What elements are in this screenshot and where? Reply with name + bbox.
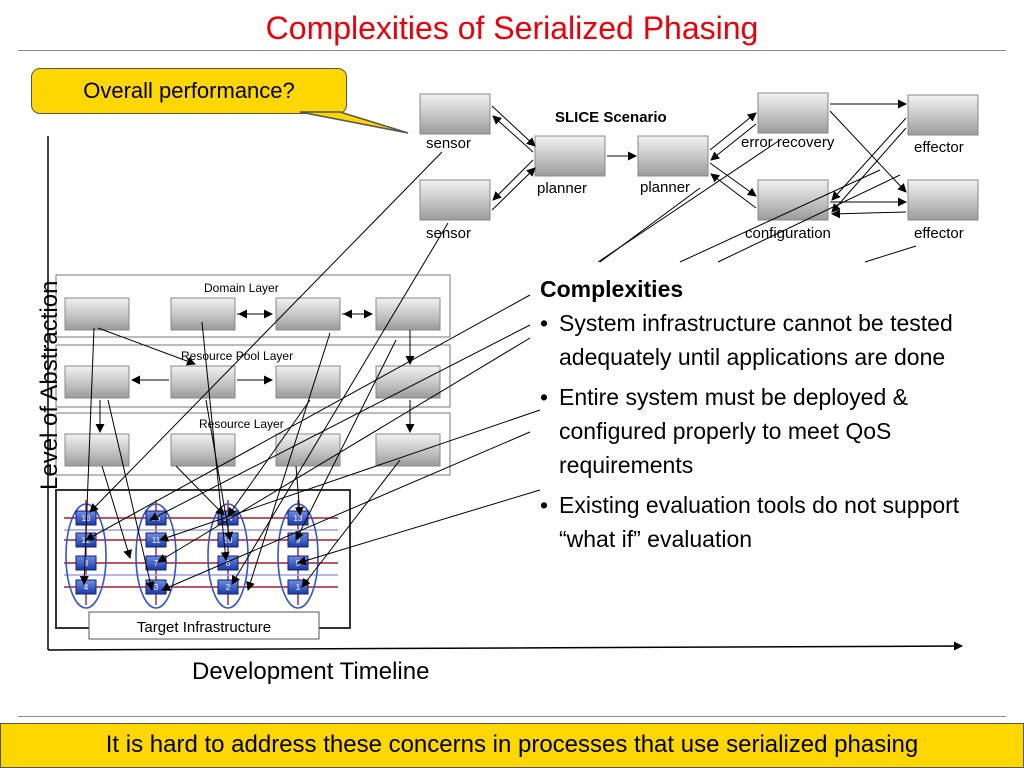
configuration-label: configuration [745, 225, 831, 242]
grid-node-label: 4 [84, 583, 89, 592]
effector-label-2: effector [914, 225, 964, 242]
effector-node-1 [907, 94, 979, 136]
complexities-heading: Complexities [540, 276, 684, 302]
bullet: • [540, 310, 549, 336]
target-infrastructure-label: Target Infrastructure [137, 619, 271, 636]
planner-label-2: planner [640, 179, 690, 196]
grid-node-label: 14 [224, 514, 233, 523]
x-axis-arrow [47, 641, 963, 651]
resource-layer-label: Resource Layer [199, 417, 284, 431]
title-divider [18, 50, 1006, 51]
error-recovery-node [757, 92, 829, 134]
grid-node-label: 9 [296, 536, 301, 545]
effector-node-2 [907, 179, 979, 221]
sensor-label-1: sensor [426, 135, 471, 152]
planner-node-1 [534, 135, 606, 177]
complexity-text: System infrastructure cannot be tested a… [559, 310, 953, 370]
mapping-arrows [79, 139, 917, 591]
planner-label-1: planner [537, 180, 587, 197]
grid-node-label: 12 [82, 536, 91, 545]
sensor-node-2 [419, 179, 491, 221]
grid-node-label: 1 [296, 583, 301, 592]
complexity-text: Existing evaluation tools do not support… [559, 492, 960, 552]
domain-layer-label: Domain Layer [204, 281, 279, 295]
grid-node-label: 6 [226, 559, 231, 568]
grid-node-label: 2 [226, 583, 231, 592]
slice-scenario-diagram: SLICE Scenario sensor sensor planner pla… [419, 92, 979, 242]
planner-node-2 [637, 135, 709, 177]
grid-node [75, 555, 97, 571]
grid-node-label: 5 [296, 559, 301, 568]
resource-pool-layer-label: Resource Pool Layer [181, 349, 293, 363]
complexity-item: • Existing evaluation tools do not suppor… [540, 488, 1016, 556]
callout-pointer [299, 111, 409, 134]
footer-divider [18, 716, 1006, 717]
y-axis-label: Level of Abstraction [36, 280, 63, 490]
bullet: • [540, 384, 549, 410]
grid-node-label: 11 [152, 536, 161, 545]
complexity-text: Entire system must be deployed & configu… [559, 384, 908, 478]
complexities-panel: Complexities • System infrastructure cann… [540, 274, 1016, 562]
slide-title: Complexities of Serialized Phasing [265, 10, 759, 46]
bullet: • [540, 492, 549, 518]
sensor-node-1 [419, 93, 491, 135]
complexities-list: • System infrastructure cannot be tested … [540, 306, 1016, 556]
grid-node-label: 3 [154, 583, 159, 592]
grid-node-label: 13 [294, 514, 303, 523]
x-axis-label: Development Timeline [192, 658, 430, 685]
grid-node-label: 7 [154, 559, 159, 568]
footer-banner: It is hard to address these concerns in … [0, 723, 1024, 768]
complexity-item: • Entire system must be deployed & config… [540, 380, 1016, 482]
sensor-label-2: sensor [426, 225, 471, 242]
error-recovery-label: error recovery [741, 134, 835, 151]
target-label-box [88, 611, 320, 640]
grid-node-label: 10 [224, 536, 233, 545]
effector-label-1: effector [914, 139, 964, 156]
grid-node-label: 8 [84, 559, 89, 568]
slice-title: SLICE Scenario [555, 109, 667, 126]
layer-diagram: Domain Layer Resource Pool Layer Resourc… [55, 274, 451, 640]
configuration-node [757, 179, 829, 221]
performance-callout: Overall performance? [31, 68, 347, 114]
complexity-item: • System infrastructure cannot be tested … [540, 306, 1016, 374]
